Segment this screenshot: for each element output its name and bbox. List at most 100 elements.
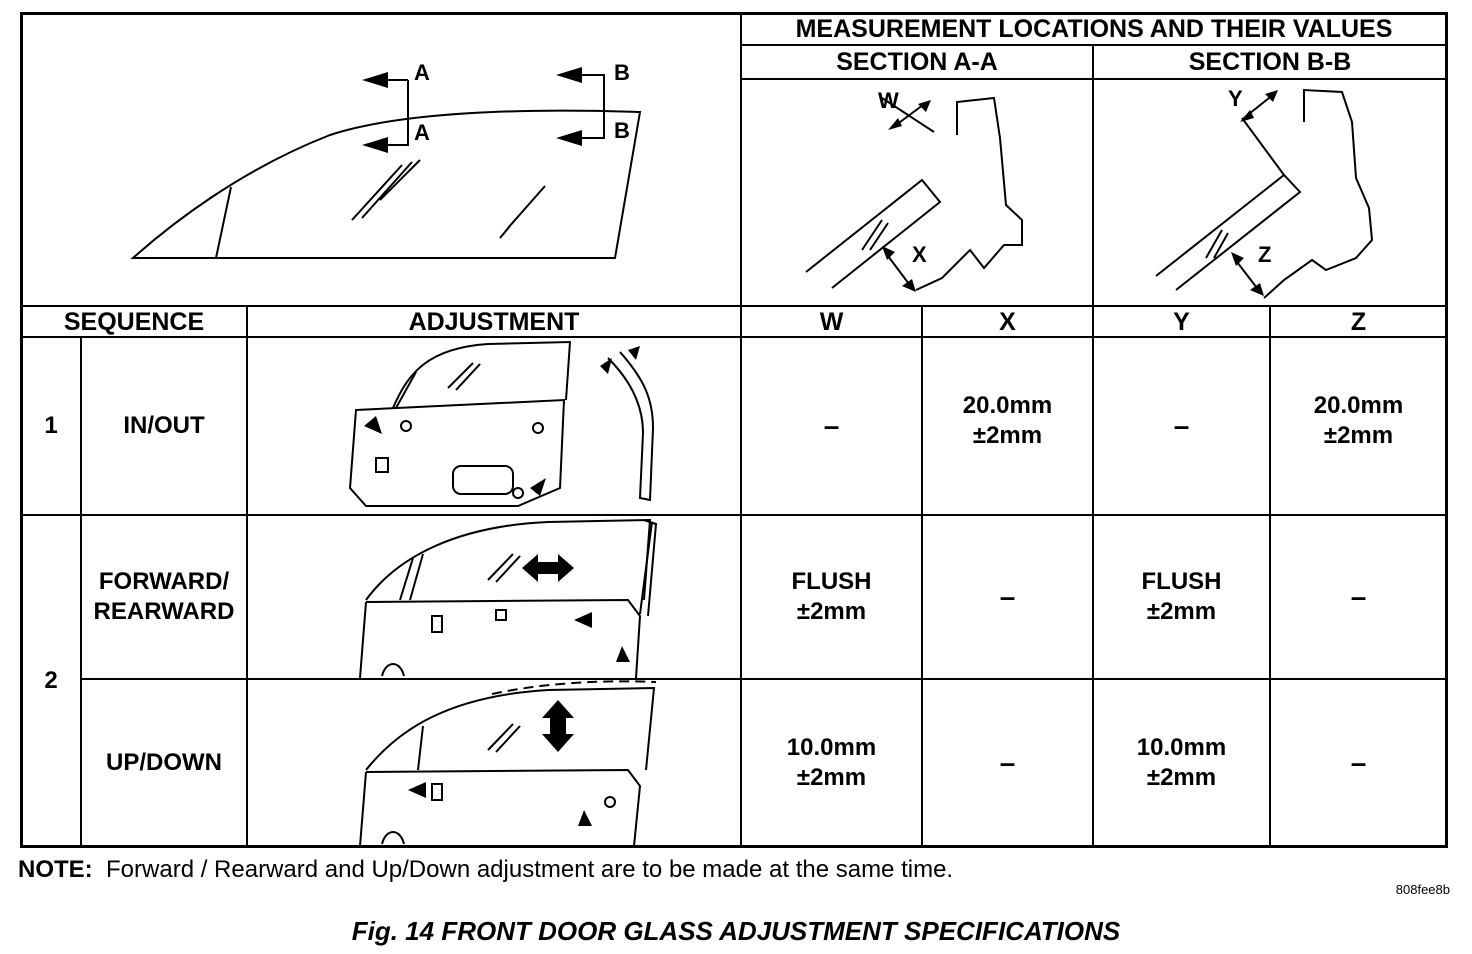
measurement-arrow	[884, 251, 913, 289]
section-b-header: SECTION B-B	[1188, 48, 1352, 76]
glass-edge	[805, 178, 942, 289]
door-panel	[359, 598, 642, 679]
grid-line	[22, 305, 1446, 307]
figure-caption: Fig. 14 FRONT DOOR GLASS ADJUSTMENT SPEC…	[351, 916, 1121, 946]
grid-line	[22, 514, 1446, 516]
value-x: –	[999, 581, 1016, 612]
door-fastener	[431, 783, 443, 801]
adjust-arrow	[616, 646, 630, 662]
grid-line	[740, 14, 742, 846]
section-a-header: SECTION A-A	[836, 48, 998, 76]
glare-marks	[351, 159, 546, 239]
grid-line	[22, 336, 1446, 338]
note-label: NOTE:	[18, 856, 93, 883]
adjustment-label: FORWARD/ REARWARD	[93, 568, 235, 625]
glass-division-line	[417, 725, 424, 771]
door-fastener	[431, 615, 443, 633]
glass-division-line	[215, 186, 232, 259]
section-b-label: B	[614, 60, 630, 85]
section-w-label: W	[878, 88, 899, 113]
adjustment-label: IN/OUT	[123, 412, 205, 439]
sequence-number: 1	[44, 412, 58, 439]
door-panel	[359, 768, 642, 847]
adjust-arrow	[530, 478, 546, 496]
adjustment-label: UP/DOWN	[106, 749, 222, 776]
glare-marks	[455, 363, 481, 391]
image-code: 808fee8b	[1395, 882, 1450, 897]
grid-line	[1269, 305, 1271, 846]
value-x: 20.0mm ±2mm	[962, 392, 1053, 449]
door-fastener	[532, 422, 544, 434]
value-x: –	[999, 747, 1016, 778]
door-fastener	[604, 796, 616, 808]
grid-line	[246, 305, 248, 846]
door-fastener	[495, 609, 507, 621]
door-forward-rearward-diagram	[359, 518, 658, 679]
adjust-arrow	[574, 612, 592, 628]
glare-marks	[495, 725, 521, 753]
note: NOTE: Forward / Rearward and Up/Down adj…	[18, 856, 953, 884]
grid-line	[1092, 44, 1094, 846]
glass-outline	[130, 109, 642, 259]
section-y-label: Y	[1228, 86, 1243, 111]
col-header-y: Y	[1173, 308, 1190, 336]
glare-marks	[861, 219, 883, 251]
glare-marks	[487, 723, 514, 751]
door-window-frame	[392, 340, 572, 409]
section-a-diagram: W X	[805, 88, 1023, 292]
value-w: FLUSH ±2mm	[791, 568, 872, 625]
section-b-cut-line	[556, 67, 605, 146]
glare-marks	[495, 555, 521, 583]
adjust-arrow	[408, 782, 426, 798]
weatherstrip-profile	[1241, 88, 1374, 299]
glare-marks	[487, 553, 514, 581]
adjust-arrow	[364, 416, 382, 434]
note-text: Forward / Rearward and Up/Down adjustmen…	[106, 856, 954, 883]
up-down-arrow	[542, 700, 574, 752]
section-a-label: A	[414, 120, 430, 145]
glass-profile	[607, 351, 655, 502]
glass-division-line	[409, 553, 424, 601]
glare-marks	[447, 362, 474, 389]
forward-rearward-arrow	[522, 554, 574, 582]
grid-line	[921, 305, 923, 846]
col-header-w: W	[819, 308, 844, 336]
section-z-label: Z	[1258, 242, 1271, 267]
col-header-x: X	[999, 308, 1016, 336]
section-b-diagram: Y Z	[1155, 86, 1374, 299]
adjust-arrow	[578, 810, 592, 826]
value-w: –	[823, 410, 840, 441]
door-cutout	[381, 831, 405, 845]
door-glass-diagram: A A B B	[130, 60, 642, 259]
section-x-label: X	[912, 242, 927, 267]
value-w: 10.0mm ±2mm	[786, 734, 877, 791]
section-b-label: B	[614, 118, 630, 143]
door-fastener	[400, 420, 412, 432]
value-z: –	[1350, 581, 1367, 612]
door-fastener	[512, 487, 524, 499]
door-cutout	[381, 663, 405, 677]
glare-marks	[869, 222, 889, 251]
sequence-number: 2	[44, 667, 58, 694]
glass-profile	[639, 519, 658, 617]
col-header-adjustment: ADJUSTMENT	[408, 308, 580, 336]
value-z: –	[1350, 747, 1367, 778]
col-header-z: Z	[1350, 308, 1367, 336]
glass-division-line	[395, 371, 417, 409]
adjust-arrow	[600, 358, 612, 374]
adjust-arrow	[628, 346, 640, 360]
value-z: 20.0mm ±2mm	[1313, 392, 1404, 449]
grid-line	[80, 336, 82, 846]
door-up-down-diagram	[359, 680, 657, 847]
glare-marks	[1205, 229, 1223, 259]
value-y: –	[1173, 410, 1190, 441]
door-inout-diagram	[348, 340, 655, 507]
spec-table-frame	[20, 12, 1448, 848]
value-y: 10.0mm ±2mm	[1136, 734, 1227, 791]
section-a-label: A	[414, 60, 430, 85]
glare-marks	[1213, 232, 1229, 259]
glass-raised-outline	[491, 680, 657, 695]
door-fastener	[375, 457, 389, 473]
grid-line	[80, 678, 1446, 680]
section-a-cut-line	[362, 72, 409, 153]
